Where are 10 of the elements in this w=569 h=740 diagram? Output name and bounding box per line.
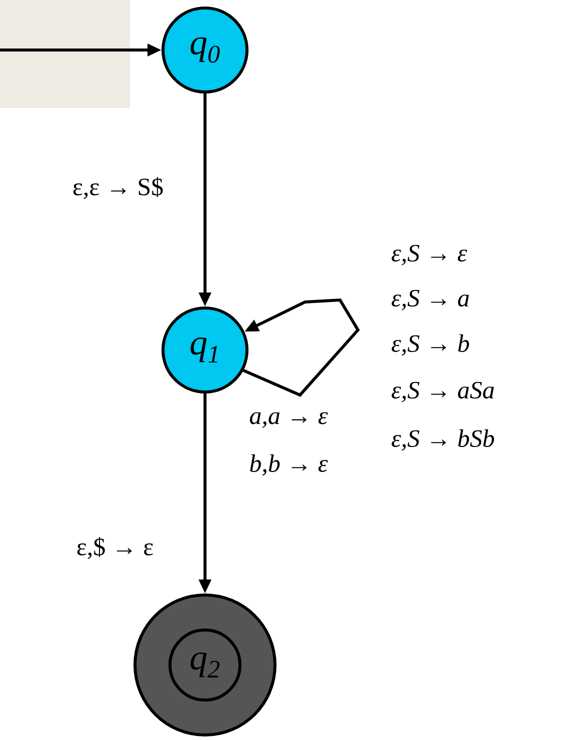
- transition-label: ε,S → aSa: [392, 382, 494, 402]
- edge-label: ε,ε → S$: [71, 176, 165, 200]
- transition-label: ε,S → a: [392, 290, 469, 310]
- transition-label: ε,S → b: [392, 334, 470, 356]
- transition-label: ε,S → bSb: [392, 429, 494, 451]
- transition-label: b,b → ε: [250, 454, 328, 476]
- transition-label: ε,S → ε: [392, 244, 468, 266]
- edge-label: ε,$ → ε: [75, 536, 155, 560]
- arrow: [242, 298, 360, 397]
- transition-label: a,a → ε: [250, 412, 328, 428]
